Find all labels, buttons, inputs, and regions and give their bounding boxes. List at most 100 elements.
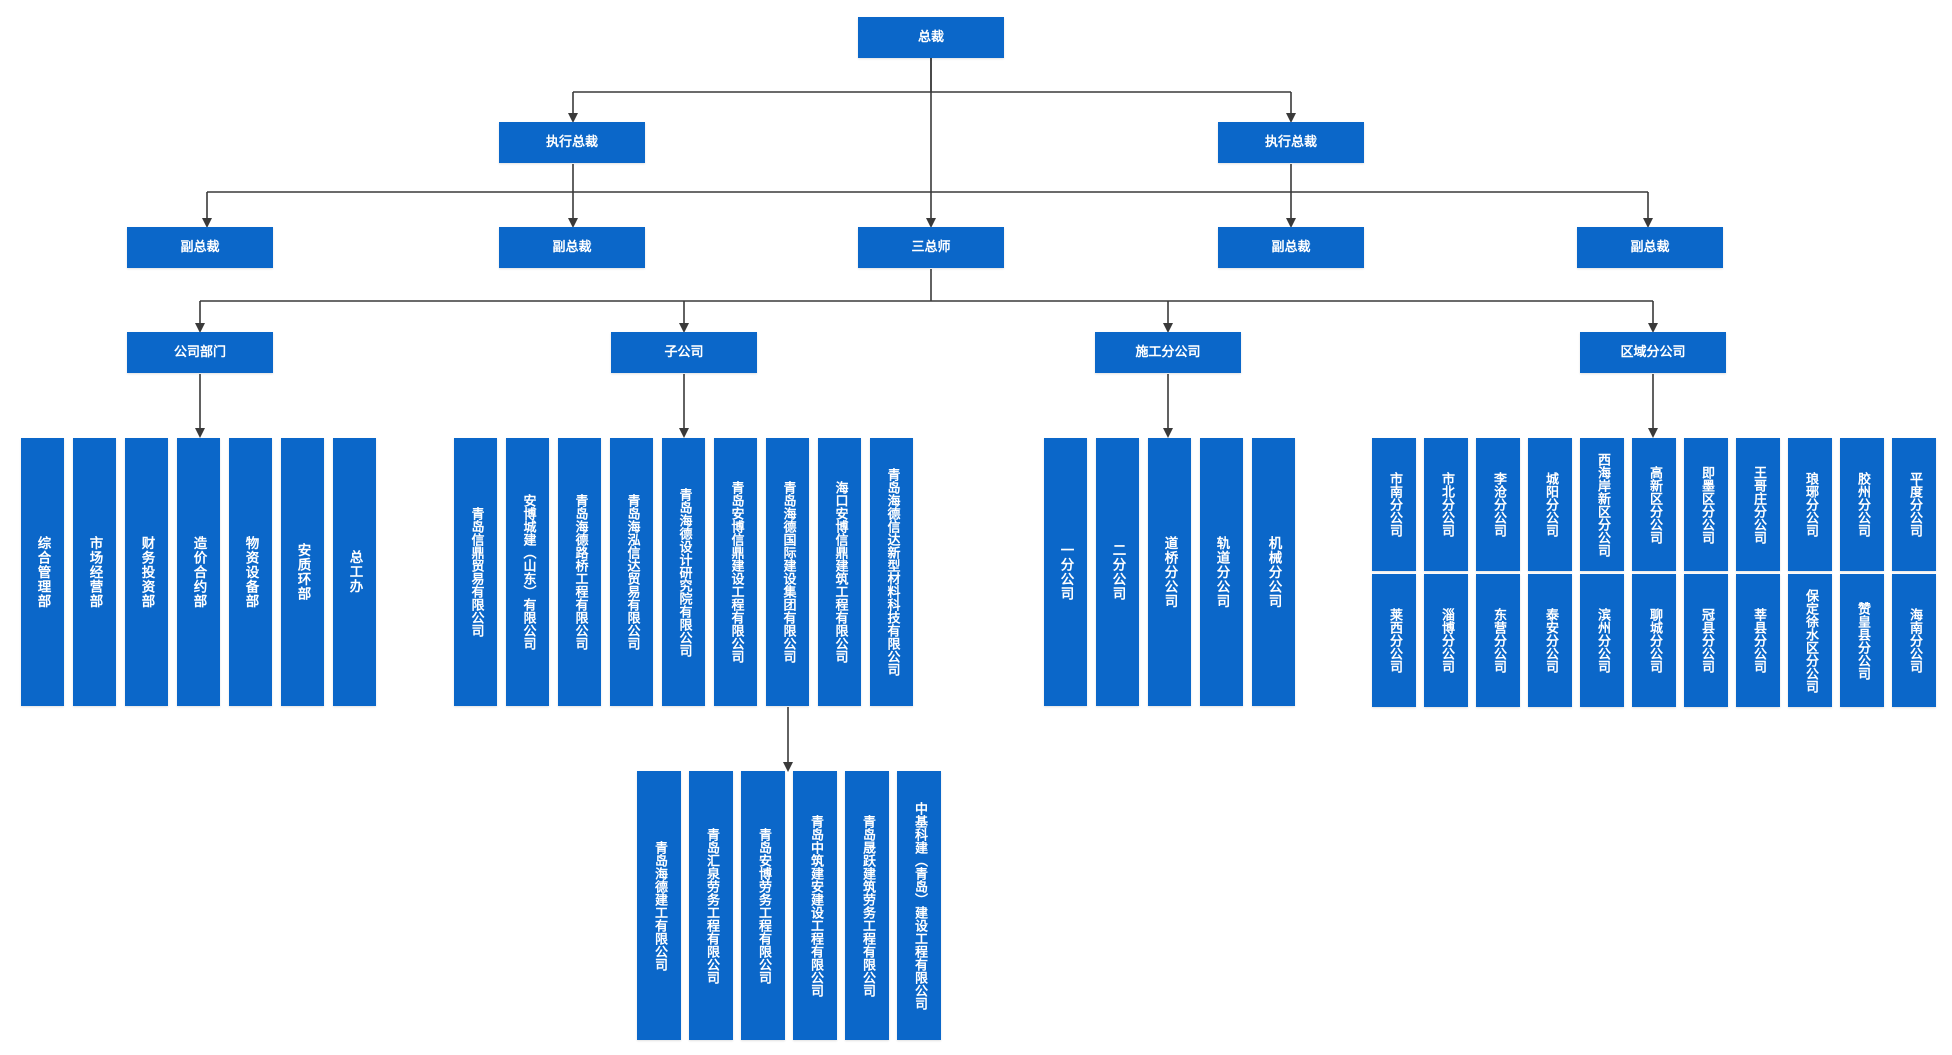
regional-branch-label: 西海岸新区分公司 — [1595, 452, 1610, 557]
department-box[interactable]: 安质环部 — [281, 438, 324, 706]
regional-branch-label: 城阳分公司 — [1543, 472, 1558, 537]
group-subsidiary-box[interactable]: 青岛汇泉劳务工程有限公司 — [689, 771, 733, 1040]
president-box[interactable]: 总裁 — [858, 17, 1004, 58]
group-subsidiary-box[interactable]: 青岛晟跃建筑劳务工程有限公司 — [845, 771, 889, 1040]
regional-branch-box[interactable]: 李沧分公司 — [1476, 438, 1520, 571]
regional-branch-label: 海南分公司 — [1907, 608, 1922, 673]
regional-branch-box[interactable]: 即墨区分公司 — [1684, 438, 1728, 571]
subsidiary-box[interactable]: 海口安博信鼎建筑工程有限公司 — [818, 438, 861, 706]
vp-box-1[interactable]: 副总裁 — [127, 227, 273, 268]
regional-branch-label: 李沧分公司 — [1491, 472, 1506, 537]
regional-branch-label: 滨州分公司 — [1595, 608, 1610, 673]
subsidiary-box[interactable]: 青岛海德国际建设集团有限公司 — [766, 438, 809, 706]
department-box[interactable]: 总工办 — [333, 438, 376, 706]
group-subsidiary-label: 中基科建（青岛）建设工程有限公司 — [912, 801, 927, 1010]
group-subsidiaries-box[interactable]: 子公司 — [611, 332, 757, 373]
vp-label-4: 副总裁 — [1630, 239, 1670, 255]
subsidiary-label: 青岛海德路桥工程有限公司 — [572, 494, 588, 650]
group-regional-label: 区域分公司 — [1620, 344, 1686, 360]
group-departments-label: 公司部门 — [173, 344, 226, 360]
subsidiary-label: 安博城建（山东）有限公司 — [520, 494, 536, 650]
regional-branch-box[interactable]: 海南分公司 — [1892, 574, 1936, 707]
subsidiary-label: 青岛安博信鼎建设工程有限公司 — [728, 481, 744, 663]
vp-box-4[interactable]: 副总裁 — [1577, 227, 1723, 268]
subsidiary-box[interactable]: 青岛信鼎贸易有限公司 — [454, 438, 497, 706]
group-subsidiaries-label: 子公司 — [664, 344, 704, 360]
department-box[interactable]: 市场经营部 — [73, 438, 116, 706]
regional-branch-label: 莱西分公司 — [1387, 608, 1402, 673]
construction-branch-label: 一分公司 — [1057, 543, 1074, 601]
regional-branch-box[interactable]: 高新区分公司 — [1632, 438, 1676, 571]
vp-label-2: 副总裁 — [552, 239, 592, 255]
subsidiary-box[interactable]: 青岛海德路桥工程有限公司 — [558, 438, 601, 706]
regional-branch-box[interactable]: 赞皇县分公司 — [1840, 574, 1884, 707]
group-subsidiary-label: 青岛中筑建安建设工程有限公司 — [808, 814, 823, 997]
department-label: 造价合约部 — [190, 535, 207, 609]
regional-branch-label: 聊城分公司 — [1647, 608, 1662, 673]
exec-president-left-box[interactable]: 执行总裁 — [499, 122, 645, 163]
vp-box-3[interactable]: 副总裁 — [1218, 227, 1364, 268]
department-box[interactable]: 财务投资部 — [125, 438, 168, 706]
subsidiary-box[interactable]: 青岛海德信达新型材料科技有限公司 — [870, 438, 913, 706]
subsidiary-box[interactable]: 青岛海德设计研究院有限公司 — [662, 438, 705, 706]
construction-branch-label: 道桥分公司 — [1161, 535, 1178, 609]
group-construction-box[interactable]: 施工分公司 — [1095, 332, 1241, 373]
regional-branch-box[interactable]: 王哥庄分公司 — [1736, 438, 1780, 571]
subsidiary-label: 青岛海德设计研究院有限公司 — [676, 487, 692, 657]
subsidiary-label: 青岛海泓信达贸易有限公司 — [624, 494, 640, 650]
construction-branch-box[interactable]: 机械分公司 — [1252, 438, 1295, 706]
regional-branch-label: 保定徐水区分公司 — [1803, 588, 1818, 693]
group-subsidiary-label: 青岛汇泉劳务工程有限公司 — [704, 827, 719, 984]
regional-branch-box[interactable]: 城阳分公司 — [1528, 438, 1572, 571]
regional-branch-box[interactable]: 泰安分公司 — [1528, 574, 1572, 707]
subsidiary-label: 青岛海德信达新型材料科技有限公司 — [884, 468, 900, 676]
regional-branch-box[interactable]: 胶州分公司 — [1840, 438, 1884, 571]
subsidiary-box[interactable]: 安博城建（山东）有限公司 — [506, 438, 549, 706]
regional-branch-box[interactable]: 冠县分公司 — [1684, 574, 1728, 707]
regional-branch-box[interactable]: 保定徐水区分公司 — [1788, 574, 1832, 707]
regional-branch-box[interactable]: 聊城分公司 — [1632, 574, 1676, 707]
regional-branch-label: 高新区分公司 — [1647, 465, 1662, 544]
construction-branch-label: 机械分公司 — [1265, 535, 1282, 609]
department-label: 安质环部 — [294, 543, 311, 601]
group-construction-label: 施工分公司 — [1135, 344, 1201, 360]
group-departments-box[interactable]: 公司部门 — [127, 332, 273, 373]
regional-branch-label: 冠县分公司 — [1699, 608, 1714, 673]
regional-branch-box[interactable]: 莘县分公司 — [1736, 574, 1780, 707]
group-subsidiary-box[interactable]: 青岛安博劳务工程有限公司 — [741, 771, 785, 1040]
regional-branch-box[interactable]: 琅琊分公司 — [1788, 438, 1832, 571]
subsidiary-box[interactable]: 青岛海泓信达贸易有限公司 — [610, 438, 653, 706]
construction-branch-box[interactable]: 轨道分公司 — [1200, 438, 1243, 706]
regional-branch-box[interactable]: 东营分公司 — [1476, 574, 1520, 707]
regional-branch-box[interactable]: 平度分公司 — [1892, 438, 1936, 571]
vp-box-2[interactable]: 副总裁 — [499, 227, 645, 268]
subsidiary-label: 海口安博信鼎建筑工程有限公司 — [832, 481, 848, 663]
regional-branch-box[interactable]: 西海岸新区分公司 — [1580, 438, 1624, 571]
group-subsidiary-box[interactable]: 中基科建（青岛）建设工程有限公司 — [897, 771, 941, 1040]
subsidiary-box[interactable]: 青岛安博信鼎建设工程有限公司 — [714, 438, 757, 706]
group-subsidiary-box[interactable]: 青岛中筑建安建设工程有限公司 — [793, 771, 837, 1040]
regional-branch-label: 平度分公司 — [1907, 472, 1922, 537]
construction-branch-box[interactable]: 道桥分公司 — [1148, 438, 1191, 706]
group-subsidiary-box[interactable]: 青岛海德建工有限公司 — [637, 771, 681, 1040]
regional-branch-box[interactable]: 市北分公司 — [1424, 438, 1468, 571]
department-box[interactable]: 造价合约部 — [177, 438, 220, 706]
three-chiefs-box[interactable]: 三总师 — [858, 227, 1004, 268]
regional-branch-label: 琅琊分公司 — [1803, 472, 1818, 537]
regional-branch-label: 莘县分公司 — [1751, 608, 1766, 673]
regional-branch-box[interactable]: 莱西分公司 — [1372, 574, 1416, 707]
construction-branch-box[interactable]: 二分公司 — [1096, 438, 1139, 706]
regional-branch-box[interactable]: 淄博分公司 — [1424, 574, 1468, 707]
regional-branch-box[interactable]: 市南分公司 — [1372, 438, 1416, 571]
construction-branch-label: 二分公司 — [1109, 543, 1126, 601]
department-box[interactable]: 综合管理部 — [21, 438, 64, 706]
regional-branch-box[interactable]: 滨州分公司 — [1580, 574, 1624, 707]
exec-president-right-box[interactable]: 执行总裁 — [1218, 122, 1364, 163]
construction-branch-label: 轨道分公司 — [1213, 535, 1230, 609]
department-box[interactable]: 物资设备部 — [229, 438, 272, 706]
regional-branch-label: 东营分公司 — [1491, 608, 1506, 673]
group-regional-box[interactable]: 区域分公司 — [1580, 332, 1726, 373]
construction-branch-box[interactable]: 一分公司 — [1044, 438, 1087, 706]
